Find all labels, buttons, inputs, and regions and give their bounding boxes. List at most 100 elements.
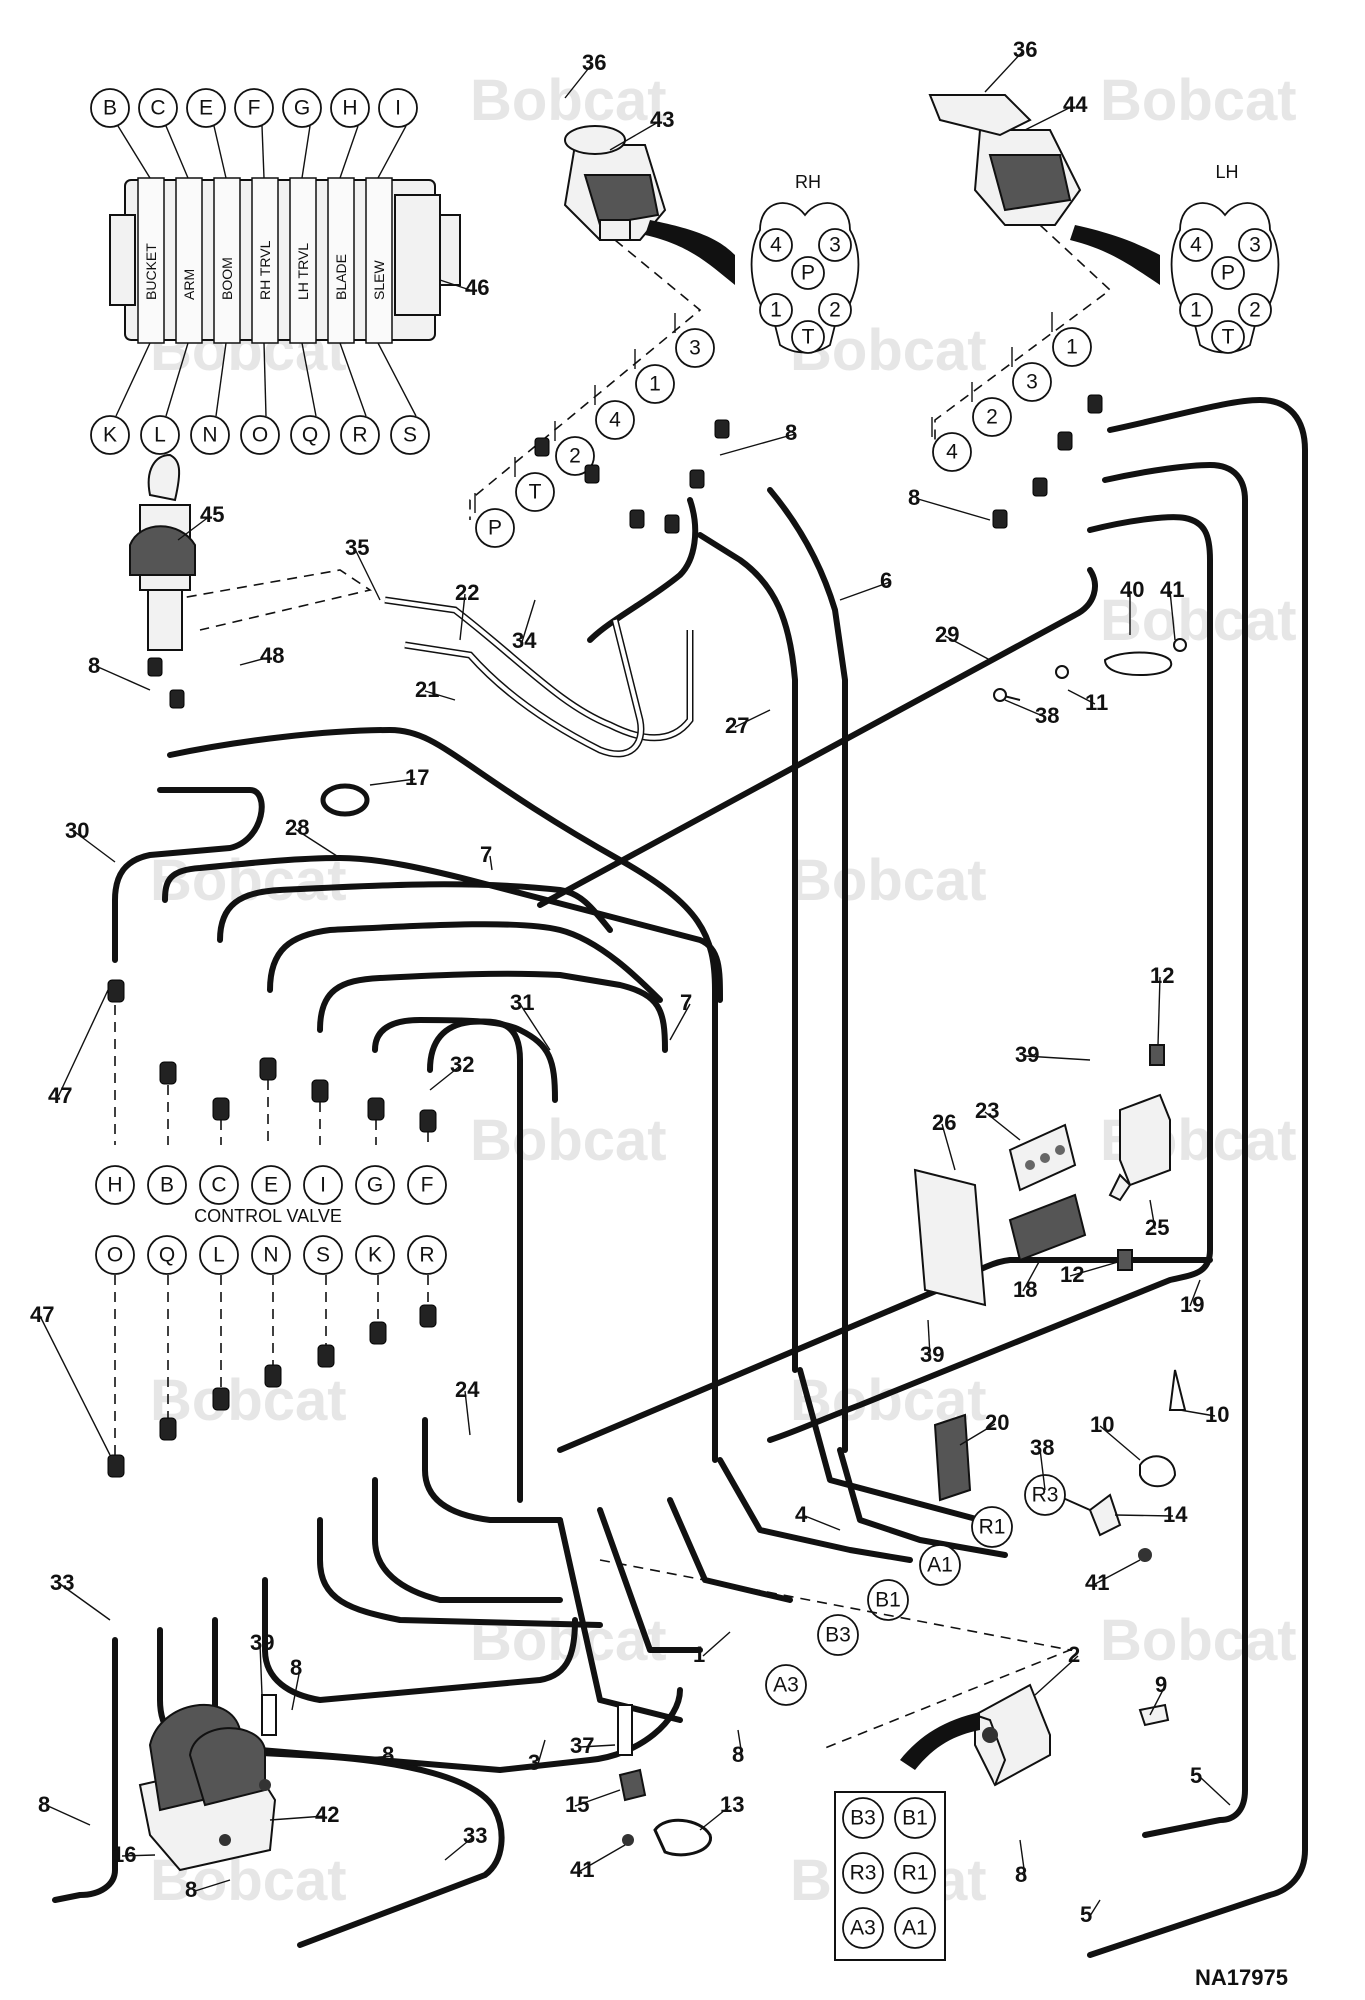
callout-leader [521,599,536,643]
valve-port-top-text: B [103,97,117,120]
part-callout: 47 [30,1302,54,1327]
joystick-pin: 4 [1179,228,1213,262]
part-callout: 29 [935,622,959,647]
joystick-pin: 3 [818,228,852,262]
part-callout: 8 [732,1742,744,1767]
valve-port-bottom-text: K [103,424,117,447]
control-valve-port: F [407,1165,447,1205]
lh-hose-port: 2 [972,397,1012,437]
lh-hose-port-text: 2 [986,406,998,429]
callout-leader [121,1854,156,1857]
control-valve-port: B [147,1165,187,1205]
rh-hose-port: 4 [595,400,635,440]
part-callout: 38 [1035,703,1059,728]
valve-port-bottom-text: O [252,424,268,447]
callout-leader [839,581,891,601]
control-valve-port: N [251,1235,291,1275]
callout-leader [47,1805,91,1826]
callout-leader [537,1739,546,1765]
callout-leader [1199,1776,1231,1806]
manifold-port-text: B1 [875,1589,901,1612]
control-valve-port-text: E [264,1174,278,1197]
valve-port-top: H [330,88,370,128]
part-callout: 5 [1080,1902,1092,1927]
figure-id: NA17975 [1195,1965,1288,1990]
part-callout: 12 [1150,963,1174,988]
callout-leader [239,656,271,666]
control-valve-port: L [199,1235,239,1275]
valve-port-top: C [138,88,178,128]
control-valve-port-text: S [316,1244,330,1267]
rh-label: RH [795,172,821,192]
part-callout: 45 [200,502,224,527]
part-callout: 27 [725,713,749,738]
part-callout: 34 [512,628,537,653]
valve-port-top: I [378,88,418,128]
valve-port-bottom: O [240,415,280,455]
watermark-group: Bobcat Bobcat Bobcat Bobcat Bobcat Bobca… [150,68,1297,1913]
callout-leader [1069,1261,1119,1277]
part-callout: 6 [880,568,892,593]
valve-port-bottom: S [390,415,430,455]
callout-leader [1149,1685,1166,1716]
callout-leader [1004,699,1046,718]
part-callout: 8 [785,420,797,445]
manifold-legend-item-text: A1 [902,1917,928,1940]
callout-leader [59,1583,111,1621]
clip-20 [933,1413,972,1502]
part-callout: 39 [920,1342,944,1367]
part-callout: 8 [908,485,920,510]
joystick-pin: P [791,256,825,290]
joystick-pin-text: P [801,262,815,285]
part-callout: 17 [405,765,429,790]
joystick-pin-text: 2 [1249,299,1261,322]
callout-leader [1169,590,1176,641]
valve-section-label: SLEW [371,260,387,300]
valve-section [365,177,393,344]
callout-leader [1089,1899,1101,1917]
rh-pointer-arrow [645,220,735,285]
part-callout: 10 [1090,1412,1114,1437]
manifold-port-text: A1 [927,1554,953,1577]
valve-section [289,177,317,344]
callout-leader [194,1879,231,1892]
part-callout: 44 [1063,92,1088,117]
manifold-pointer-arrow [900,1712,980,1770]
control-valve-port-text: H [107,1174,122,1197]
joystick-pin-text: 2 [829,299,841,322]
small-parts-bottom [259,1694,1170,1857]
manifold-legend-item: R3 [842,1852,884,1894]
callout-leader [1024,105,1074,131]
part-callout: 4 [795,1502,808,1527]
manifold-legend-item-text: B1 [902,1807,928,1830]
rh-hose-port: P [475,508,515,548]
control-valve-port-text: R [419,1244,434,1267]
part-callout: 10 [1205,1402,1229,1427]
joystick-pin-text: 3 [1249,234,1261,257]
callout-leader [424,690,456,701]
part-callout: 39 [250,1630,274,1655]
part-callout: 15 [565,1792,589,1817]
callout-leader [519,1003,551,1051]
valve-port-bottom: L [140,415,180,455]
rh-hose-port-text: 3 [689,337,701,360]
joystick-pin-text: T [802,326,815,349]
valve-section [327,177,355,344]
lh-hose-port: 1 [1052,327,1092,367]
part-callout: 20 [985,1410,1009,1435]
manifold-port-text: R1 [979,1516,1006,1539]
callout-leader [369,778,416,786]
control-valve-port-text: L [213,1244,225,1267]
valve-section-label: ARM [181,269,197,300]
part-callout: 39 [1015,1042,1039,1067]
valve-port-top: E [186,88,226,128]
part-callout: 48 [260,643,284,668]
part-callout: 33 [463,1823,487,1848]
rh-hose-port-text: P [488,517,502,540]
valve-port-top-text: G [294,97,310,120]
callout-leader [1157,976,1161,1046]
part-callout: 31 [510,990,534,1015]
callout-leader [917,498,991,521]
manifold-legend-item: R1 [894,1852,936,1894]
